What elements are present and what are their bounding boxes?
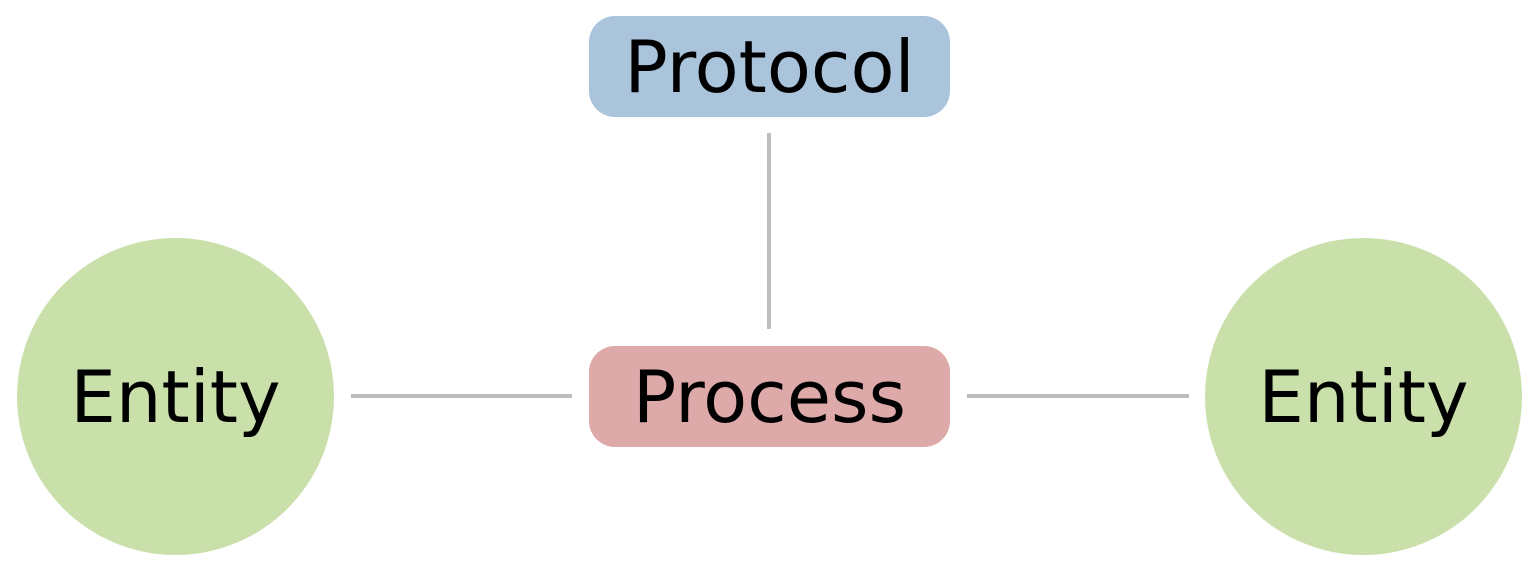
process-node: Process bbox=[589, 346, 950, 447]
entity-right-label: Entity bbox=[1258, 354, 1469, 439]
entity-right-node: Entity bbox=[1205, 238, 1522, 555]
protocol-process-connector bbox=[767, 133, 771, 329]
protocol-node: Protocol bbox=[589, 16, 950, 117]
entity-left-label: Entity bbox=[70, 354, 281, 439]
process-label: Process bbox=[632, 354, 907, 439]
protocol-label: Protocol bbox=[624, 24, 915, 109]
process-right-entity-connector bbox=[967, 394, 1189, 398]
entity-left-node: Entity bbox=[17, 238, 334, 555]
left-entity-process-connector bbox=[351, 394, 572, 398]
